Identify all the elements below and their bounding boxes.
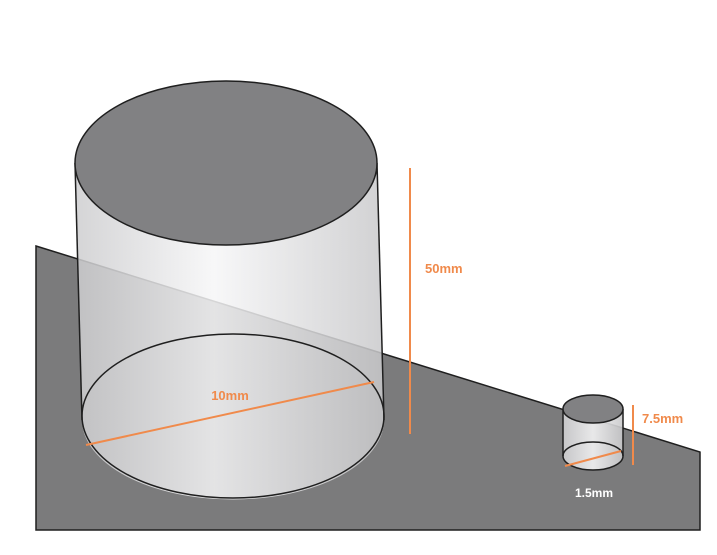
large-height-label: 50mm bbox=[425, 261, 463, 276]
large-cylinder-left-edge bbox=[74, 162, 83, 421]
large-diameter-label: 10mm bbox=[211, 388, 249, 403]
large-cylinder-right-edge bbox=[376, 162, 385, 421]
large-diameter-line bbox=[85, 381, 375, 446]
large-cylinder-bottom-ellipse bbox=[81, 333, 385, 499]
small-diameter-label: 1.5mm bbox=[575, 486, 613, 500]
small-cylinder-top bbox=[562, 394, 624, 424]
small-cylinder-bottom-ellipse bbox=[562, 441, 624, 471]
small-height-label: 7.5mm bbox=[642, 411, 683, 426]
large-cylinder-body bbox=[75, 163, 384, 500]
large-cylinder-top bbox=[74, 80, 378, 246]
small-diameter-line bbox=[564, 450, 622, 467]
